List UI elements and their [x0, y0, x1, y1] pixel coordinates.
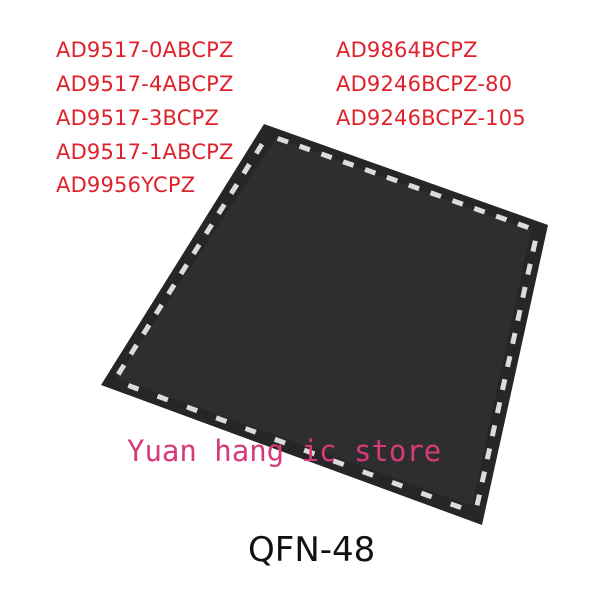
- chip-pad: [244, 426, 257, 435]
- chip-pad: [386, 174, 399, 184]
- chip-pad: [215, 415, 228, 424]
- chip-pad: [141, 323, 152, 336]
- chip-pad: [449, 501, 462, 510]
- package-label: QFN-48: [248, 530, 376, 570]
- chip-pad: [153, 303, 164, 316]
- chip-pad: [495, 213, 508, 223]
- part-number-8: AD9246BCPZ-105: [336, 106, 526, 130]
- chip-pad: [166, 283, 177, 296]
- part-number-1: AD9517-0ABCPZ: [56, 38, 234, 62]
- chip-pad: [510, 332, 518, 345]
- chip-pad: [505, 355, 513, 368]
- part-number-7: AD9246BCPZ-80: [336, 72, 513, 96]
- chip-pad: [186, 404, 199, 414]
- chip-pad: [191, 243, 202, 256]
- chip-pad: [420, 490, 433, 500]
- chip-pad: [525, 263, 533, 276]
- chip-pad: [451, 198, 464, 207]
- chip-pad: [229, 183, 240, 195]
- chip-pad: [500, 378, 508, 391]
- chip-pad: [520, 286, 528, 299]
- chip-pad: [484, 447, 493, 460]
- chip-pad: [216, 203, 227, 216]
- chip-top-surface: [117, 138, 531, 506]
- chip-pad: [407, 182, 420, 192]
- chip-pad: [517, 221, 530, 230]
- chip-pad: [320, 151, 333, 160]
- chip-pad: [479, 471, 487, 483]
- chip-pad: [530, 240, 538, 253]
- chip-pad: [364, 167, 377, 176]
- chip-pad: [128, 343, 139, 356]
- chip-pad: [298, 143, 311, 153]
- chip-pad: [156, 393, 169, 403]
- chip-pad: [203, 223, 214, 236]
- store-watermark: Yuan hang ic store: [127, 434, 442, 468]
- part-number-6: AD9864BCPZ: [336, 38, 478, 62]
- chip-pad: [276, 136, 289, 145]
- chip-pad: [429, 190, 442, 199]
- chip-pad: [116, 363, 127, 376]
- part-number-3: AD9517-3BCPZ: [56, 106, 220, 130]
- chip-pad: [254, 142, 265, 155]
- chip-pad: [241, 162, 252, 175]
- chip-pad: [473, 206, 486, 215]
- chip-pad: [391, 480, 404, 489]
- chip-pads: [116, 136, 538, 510]
- chip-pad: [127, 383, 140, 392]
- chip-pad: [489, 424, 498, 437]
- chip-pad: [332, 458, 345, 467]
- chip-pad: [495, 401, 503, 414]
- chip-pad: [342, 159, 355, 168]
- chip-pad: [361, 469, 374, 478]
- part-number-4: AD9517-1ABCPZ: [56, 140, 234, 164]
- chip-pad: [273, 436, 286, 446]
- chip-pad: [515, 309, 523, 322]
- chip-pad: [178, 263, 189, 276]
- chip-pad: [303, 447, 316, 457]
- chip-pad: [474, 494, 482, 506]
- part-number-5: AD9956YCPZ: [56, 173, 196, 197]
- part-number-2: AD9517-4ABCPZ: [56, 72, 234, 96]
